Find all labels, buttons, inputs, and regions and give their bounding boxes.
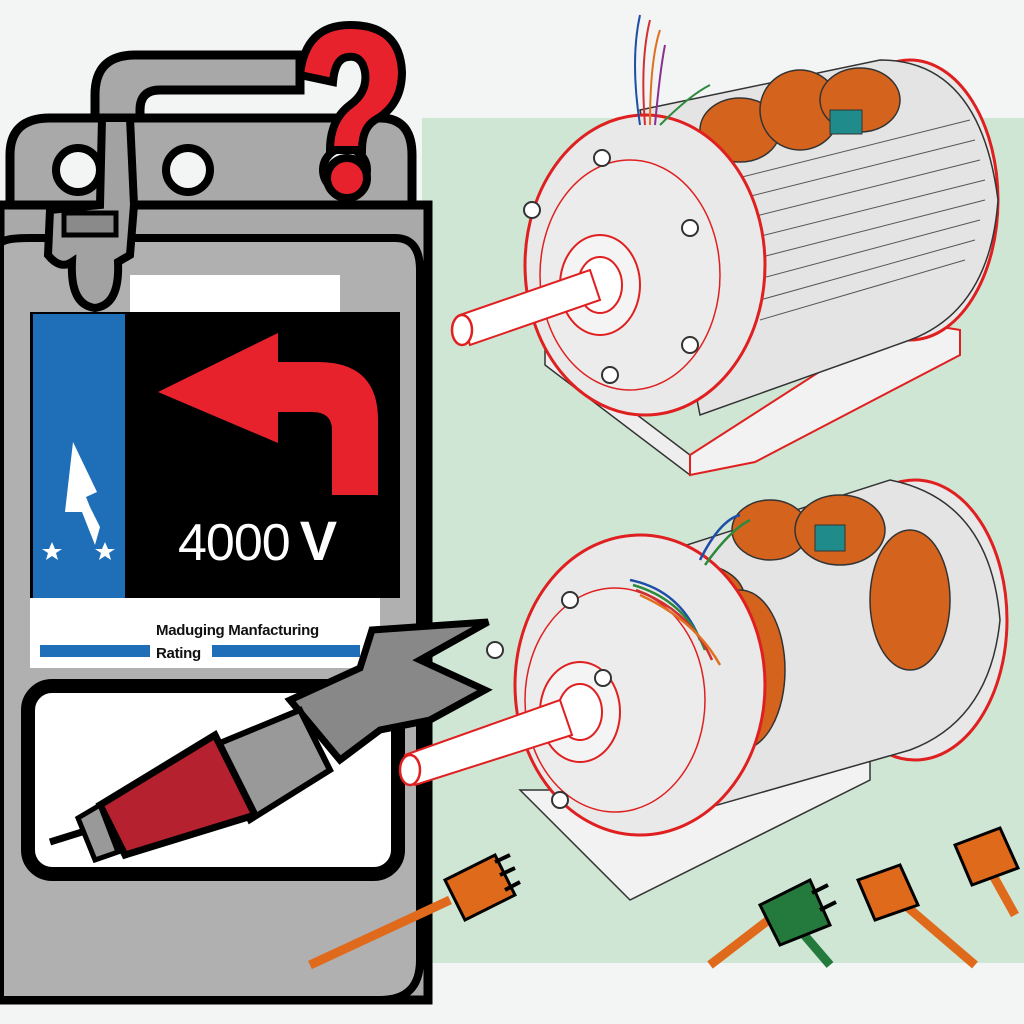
star-icon <box>95 542 115 560</box>
probe-tool <box>48 618 493 864</box>
turn-left-arrow-icon <box>158 333 378 495</box>
question-mark-icon <box>295 20 407 202</box>
lightning-bolt-icon <box>65 442 100 545</box>
label-caption-line1: Maduging Manfacturing <box>156 622 319 639</box>
power-plugs <box>308 826 1021 970</box>
motor-bottom <box>398 478 1009 901</box>
motor-top <box>450 14 1000 477</box>
label-caption-line2: Rating <box>156 645 201 662</box>
star-icon <box>42 542 62 560</box>
voltage-value: 4000 <box>178 514 291 572</box>
voltage-unit: V <box>299 509 337 572</box>
